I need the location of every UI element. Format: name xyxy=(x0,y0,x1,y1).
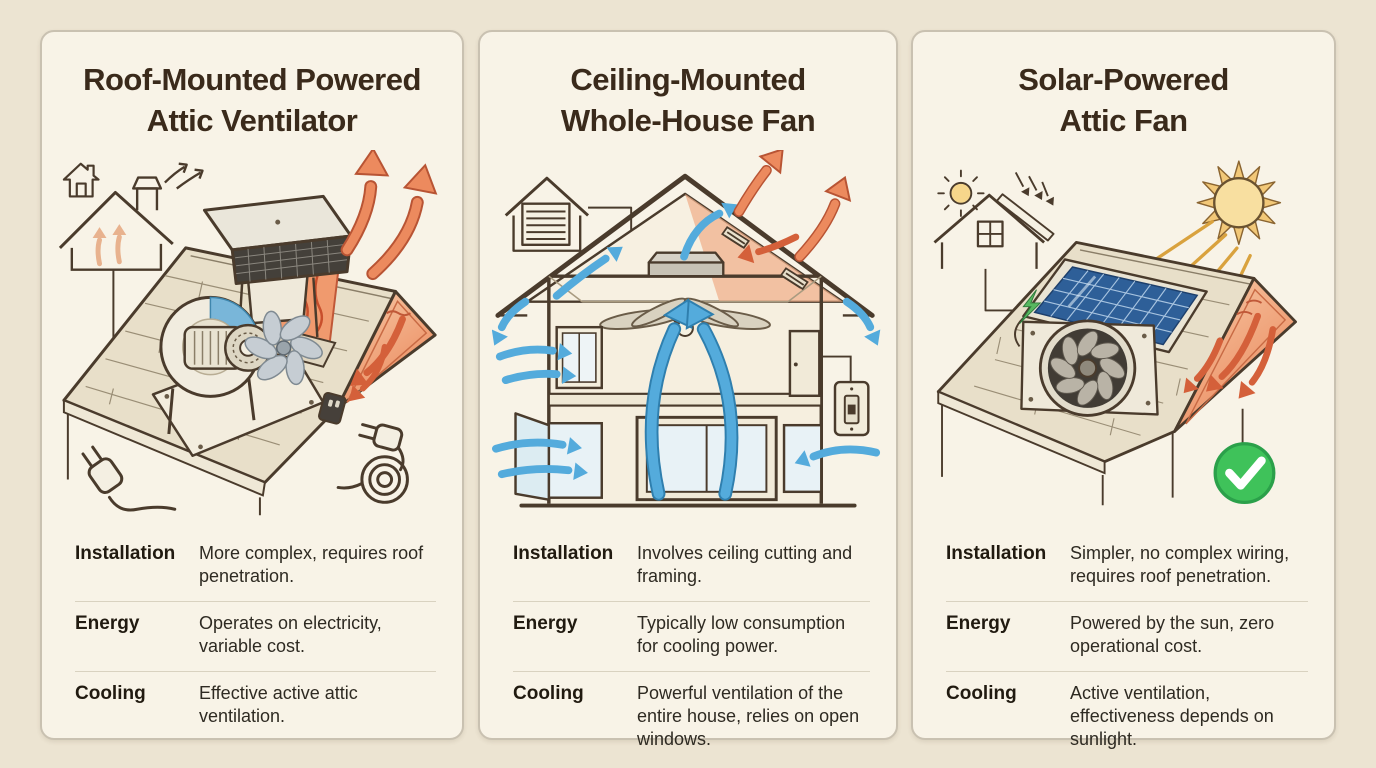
light-switch-icon xyxy=(821,355,870,437)
spec-table: Installation More complex, requires roof… xyxy=(75,532,436,740)
sun-icon xyxy=(1196,160,1282,246)
vent-mesh-icon xyxy=(230,234,353,286)
check-icon xyxy=(1213,442,1276,505)
spec-row-cooling: Cooling Active ventilation, effectivenes… xyxy=(946,670,1308,764)
panel-title-line2: Whole-House Fan xyxy=(560,102,816,138)
spec-label: Installation xyxy=(946,543,1047,564)
fan-blades-icon xyxy=(244,310,323,386)
spec-value: Typically low consumption for cooling po… xyxy=(637,612,846,657)
lightning-bolt-icon xyxy=(1019,289,1042,325)
mini-solar-house-icon xyxy=(933,172,1055,312)
spec-table: Installation Involves ceiling cutting an… xyxy=(513,532,870,764)
spec-row-installation: Installation More complex, requires roof… xyxy=(75,532,436,601)
chimney-vent-icon xyxy=(132,162,204,211)
whole-house-fan-svg xyxy=(492,150,881,508)
roof-outlet-icon xyxy=(317,391,347,425)
cool-air-arrows-icon xyxy=(492,202,881,501)
spec-value: More complex, requires roof penetration. xyxy=(199,543,424,587)
solar-panel-icon xyxy=(1022,258,1208,354)
spec-row-energy: Energy Powered by the sun, zero operatio… xyxy=(946,600,1308,671)
panel-title-line1: Ceiling-Mounted xyxy=(570,62,806,97)
panel-title-line2: Attic Fan xyxy=(1059,102,1188,138)
roof-ventilator-svg xyxy=(58,150,438,516)
panel-roof-mounted-ventilator: Roof-Mounted Powered Attic Ventilator xyxy=(40,30,464,740)
spec-label: Energy xyxy=(946,612,1011,634)
spec-row-cooling: Cooling Powerful ventilation of the enti… xyxy=(513,670,870,764)
spec-label: Energy xyxy=(513,612,578,634)
solar-wire-icon xyxy=(1014,289,1042,347)
coiled-cord-icon xyxy=(336,446,409,504)
spec-value: Operates on electricity, variable cost. xyxy=(199,612,382,657)
spec-label: Cooling xyxy=(946,682,1017,704)
solar-fan-svg xyxy=(933,160,1297,506)
spec-row-cooling: Cooling Effective active attic ventilati… xyxy=(75,670,436,741)
spec-row-energy: Energy Typically low consumption for coo… xyxy=(513,600,870,671)
mini-sun-icon xyxy=(937,169,985,217)
spec-value: Involves ceiling cutting and framing. xyxy=(637,543,853,587)
panel-solar-attic-fan: Solar-Powered Attic Fan xyxy=(911,30,1336,749)
spec-label: Cooling xyxy=(75,682,146,704)
panel-title-line2: Attic Ventilator xyxy=(146,102,358,138)
panel-title: Ceiling-Mounted Whole-House Fan xyxy=(488,60,888,142)
spec-value: Effective active attic ventilation. xyxy=(199,682,358,726)
spec-row-installation: Installation Involves ceiling cutting an… xyxy=(513,532,870,601)
spec-row-energy: Energy Operates on electricity, variable… xyxy=(75,600,436,671)
spec-label: Energy xyxy=(75,612,140,634)
mini-house-icon xyxy=(62,162,100,198)
spec-value: Simpler, no complex wiring, requires roo… xyxy=(1070,543,1290,587)
panel-title: Solar-Powered Attic Fan xyxy=(921,60,1326,142)
panel-title: Roof-Mounted Powered Attic Ventilator xyxy=(50,60,454,142)
roof-ventilator-illustration xyxy=(54,150,450,522)
panel-title-line1: Roof-Mounted Powered xyxy=(83,62,421,97)
upper-right-door-icon xyxy=(788,329,821,398)
open-casement-window-icon xyxy=(514,412,603,501)
roof-vent-icon xyxy=(721,226,809,291)
spec-row-installation: Installation Simpler, no complex wiring,… xyxy=(946,532,1308,601)
panel-title-line1: Solar-Powered xyxy=(1018,62,1229,97)
hot-attic-cross-section-icon xyxy=(335,289,437,410)
roof-fan-icon xyxy=(1020,319,1159,417)
plug-cord xyxy=(107,495,177,512)
spec-value: Powerful ventilation of the entire house… xyxy=(637,682,860,750)
hot-exhaust-arrows-icon xyxy=(340,150,438,281)
panel-whole-house-fan: Ceiling-Mounted Whole-House Fan xyxy=(478,30,898,749)
fan-blades-icon xyxy=(1050,330,1126,406)
solar-fan-illustration xyxy=(925,150,1322,522)
spec-value: Powered by the sun, zero operational cos… xyxy=(1070,612,1275,657)
hot-exhaust-arrows-icon xyxy=(733,150,852,264)
mini-sun-arrowheads xyxy=(1021,187,1054,206)
power-plug-icon xyxy=(81,445,124,494)
second-plug-icon xyxy=(358,423,404,452)
blower-fan-icon xyxy=(159,295,323,435)
spec-table: Installation Simpler, no complex wiring,… xyxy=(946,532,1308,764)
spec-value: Active ventilation, effectiveness depend… xyxy=(1070,682,1274,750)
vent-cap-icon xyxy=(202,194,353,349)
rising-heat-arrows-icon xyxy=(95,234,122,267)
spec-label: Cooling xyxy=(513,682,584,704)
hot-attic-cross-section-icon xyxy=(1173,276,1297,433)
whole-house-fan-illustration xyxy=(492,150,884,522)
spec-label: Installation xyxy=(513,543,614,564)
spec-label: Installation xyxy=(75,543,176,564)
